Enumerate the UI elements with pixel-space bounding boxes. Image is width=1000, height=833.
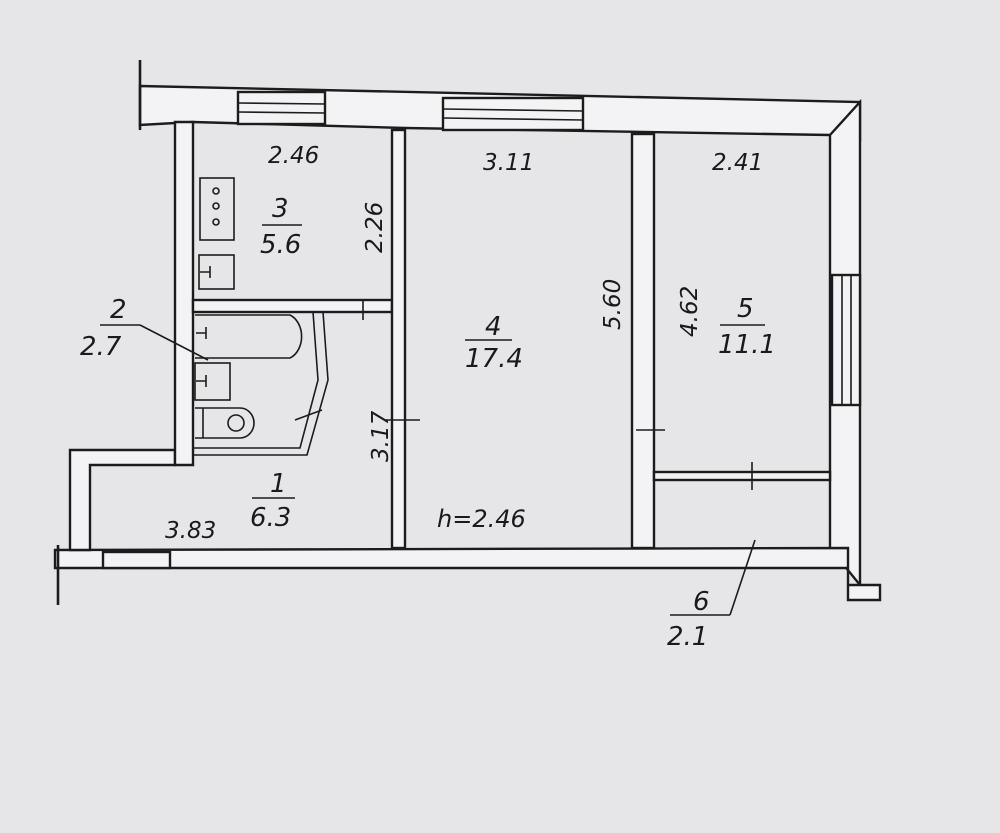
room3-width: 2.46 xyxy=(268,143,319,169)
window-room5 xyxy=(830,273,862,407)
door-marks xyxy=(294,300,753,490)
room4-area: 17.4 xyxy=(465,344,523,374)
corridor-left-wall xyxy=(68,448,177,552)
room4-number: 4 xyxy=(485,312,502,342)
wall-left-core xyxy=(173,120,195,467)
toilet-icon xyxy=(195,407,255,439)
room1-length: 3.83 xyxy=(165,518,216,544)
room5-number: 5 xyxy=(737,294,754,324)
room4-corridor-dim: 3.17 xyxy=(368,410,394,462)
ceiling-height: h=2.46 xyxy=(437,505,526,533)
leader-room6 xyxy=(729,539,756,616)
room3-number: 3 xyxy=(272,194,289,224)
entrance-door xyxy=(101,550,172,570)
kitchen-bath-partition xyxy=(191,298,394,314)
room5-area: 11.1 xyxy=(718,330,776,360)
bathroom-wall-inner xyxy=(193,311,329,456)
room1-area: 6.3 xyxy=(250,503,291,533)
leader-room2 xyxy=(139,324,209,361)
room4-room5-partition xyxy=(630,132,656,550)
walls xyxy=(53,60,882,605)
bathroom-wall xyxy=(193,311,319,449)
bottom-wall xyxy=(53,546,882,602)
fixtures xyxy=(194,177,303,439)
windows xyxy=(101,90,862,570)
room2-area: 2.7 xyxy=(80,332,122,362)
stove-icon xyxy=(199,177,235,241)
room6-area: 2.1 xyxy=(667,622,708,652)
bathtub-icon xyxy=(195,314,303,359)
bath-sink-icon xyxy=(194,362,231,401)
room4-length: 5.60 xyxy=(600,279,626,330)
kitchen-sink-icon xyxy=(198,254,235,290)
kitchen-room4-partition xyxy=(390,128,407,550)
room4-width: 3.11 xyxy=(483,150,534,176)
room5-width: 2.41 xyxy=(712,150,763,176)
room6-number: 6 xyxy=(693,587,710,617)
window-kitchen xyxy=(236,90,327,126)
room2-number: 2 xyxy=(110,295,127,325)
closet-partition xyxy=(652,470,832,482)
room3-height-dim: 2.26 xyxy=(362,202,388,253)
window-room4 xyxy=(441,96,585,132)
room1-number: 1 xyxy=(270,469,287,499)
room5-length: 4.62 xyxy=(677,286,703,337)
room3-area: 5.6 xyxy=(260,230,301,260)
